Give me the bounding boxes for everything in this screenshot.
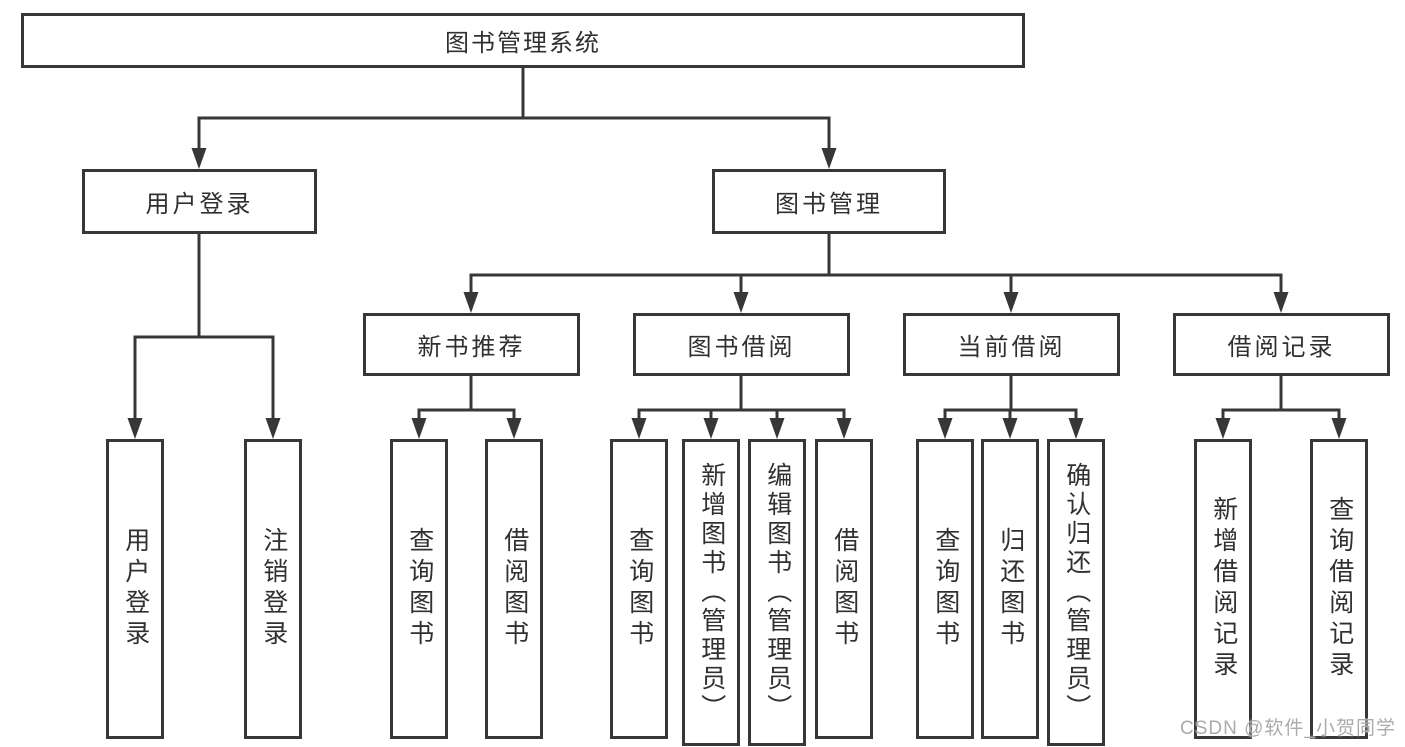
leaf-label: 注销登录 — [259, 527, 288, 651]
leaf-label: 新增借阅记录 — [1209, 496, 1238, 682]
leaf-user-login: 用户登录 — [106, 439, 164, 739]
leaf-query-borrow-record: 查询借阅记录 — [1310, 439, 1368, 739]
leaf-label: 查询图书 — [625, 527, 654, 651]
leaf-label: 查询借阅记录 — [1325, 496, 1354, 682]
leaf-label: 用户登录 — [121, 527, 150, 651]
node-library-system: 图书管理系统 — [21, 13, 1025, 68]
leaf-add-book-admin: 新增图书（管理员） — [682, 439, 740, 746]
leaf-add-borrow-record: 新增借阅记录 — [1194, 439, 1252, 739]
leaf-label: 归还图书 — [996, 527, 1025, 651]
leaf-borrow-books: 借阅图书 — [815, 439, 873, 739]
node-borrow-records: 借阅记录 — [1173, 313, 1390, 376]
leaf-label: 查询图书 — [931, 527, 960, 651]
leaf-label: 借阅图书 — [830, 527, 859, 651]
leaf-label: 新增图书（管理员） — [697, 462, 726, 723]
leaf-label: 确认归还（管理员） — [1062, 462, 1091, 723]
leaf-logout: 注销登录 — [244, 439, 302, 739]
node-book-management: 图书管理 — [712, 169, 946, 234]
node-current-borrow: 当前借阅 — [903, 313, 1120, 376]
node-new-book-recommend: 新书推荐 — [363, 313, 580, 376]
leaf-query-books-current: 查询图书 — [916, 439, 974, 739]
watermark-text: CSDN @软件_小贺同学 — [1180, 718, 1396, 739]
leaf-label: 编辑图书（管理员） — [763, 462, 792, 723]
leaf-query-books-recommend: 查询图书 — [390, 439, 448, 739]
node-book-borrow: 图书借阅 — [633, 313, 850, 376]
leaf-edit-book-admin: 编辑图书（管理员） — [748, 439, 806, 746]
node-user-login: 用户登录 — [82, 169, 317, 234]
leaf-label: 借阅图书 — [500, 527, 529, 651]
leaf-return-book: 归还图书 — [981, 439, 1039, 739]
leaf-query-books-borrow: 查询图书 — [610, 439, 668, 739]
leaf-confirm-return-admin: 确认归还（管理员） — [1047, 439, 1105, 746]
leaf-borrow-books-recommend: 借阅图书 — [485, 439, 543, 739]
leaf-label: 查询图书 — [405, 527, 434, 651]
